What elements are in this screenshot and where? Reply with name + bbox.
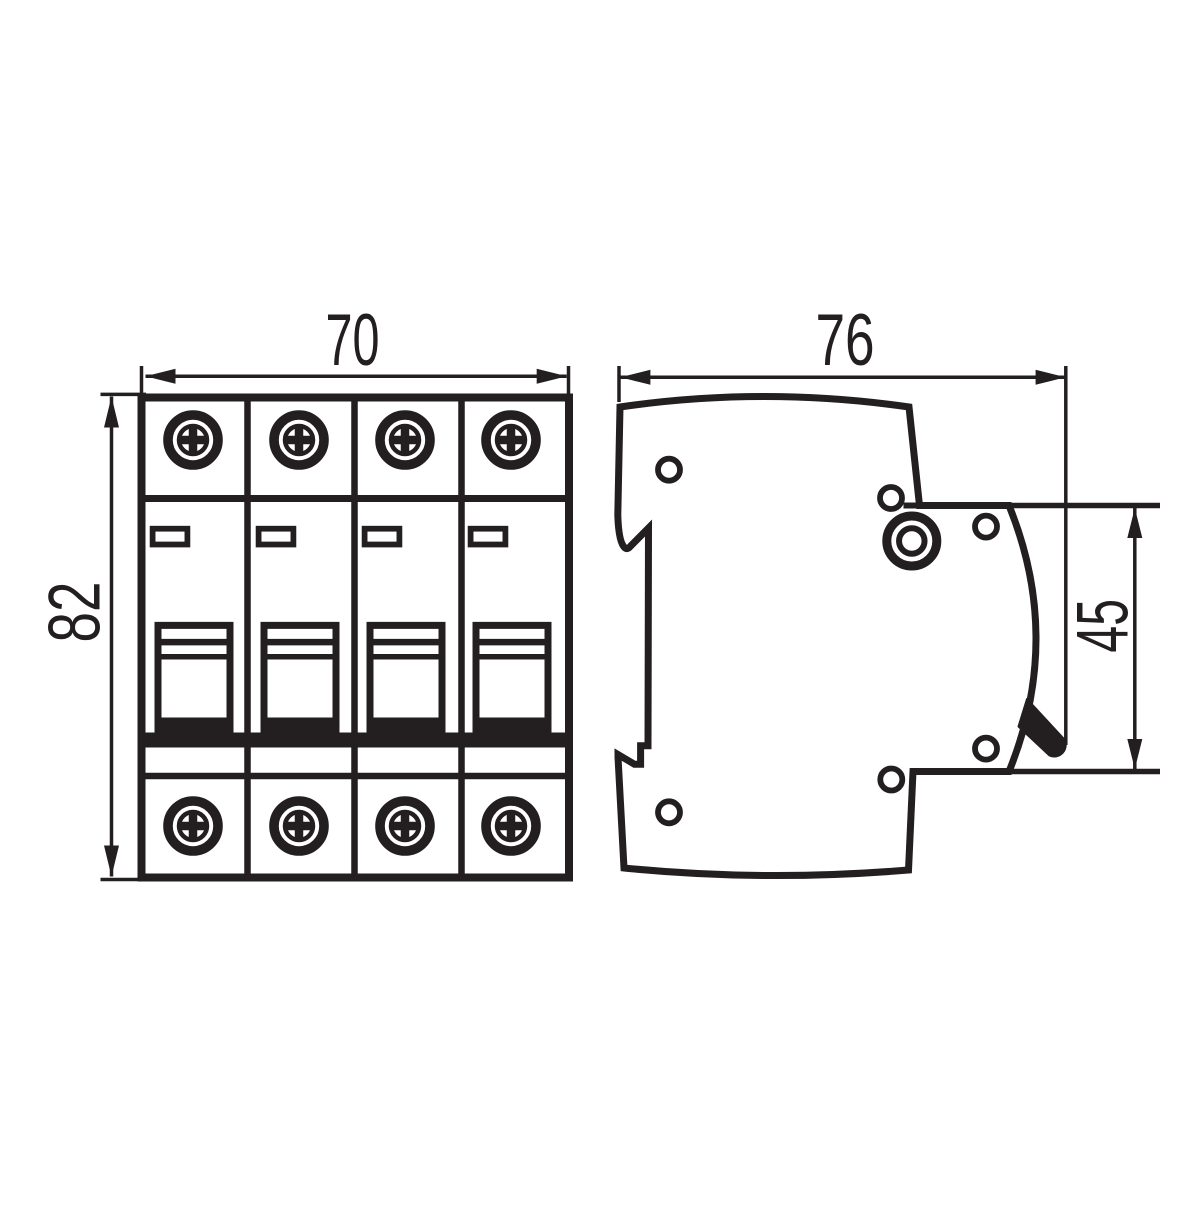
- svg-text:70: 70: [325, 300, 379, 381]
- svg-text:82: 82: [34, 582, 115, 643]
- svg-text:76: 76: [815, 299, 874, 381]
- svg-text:45: 45: [1063, 599, 1144, 653]
